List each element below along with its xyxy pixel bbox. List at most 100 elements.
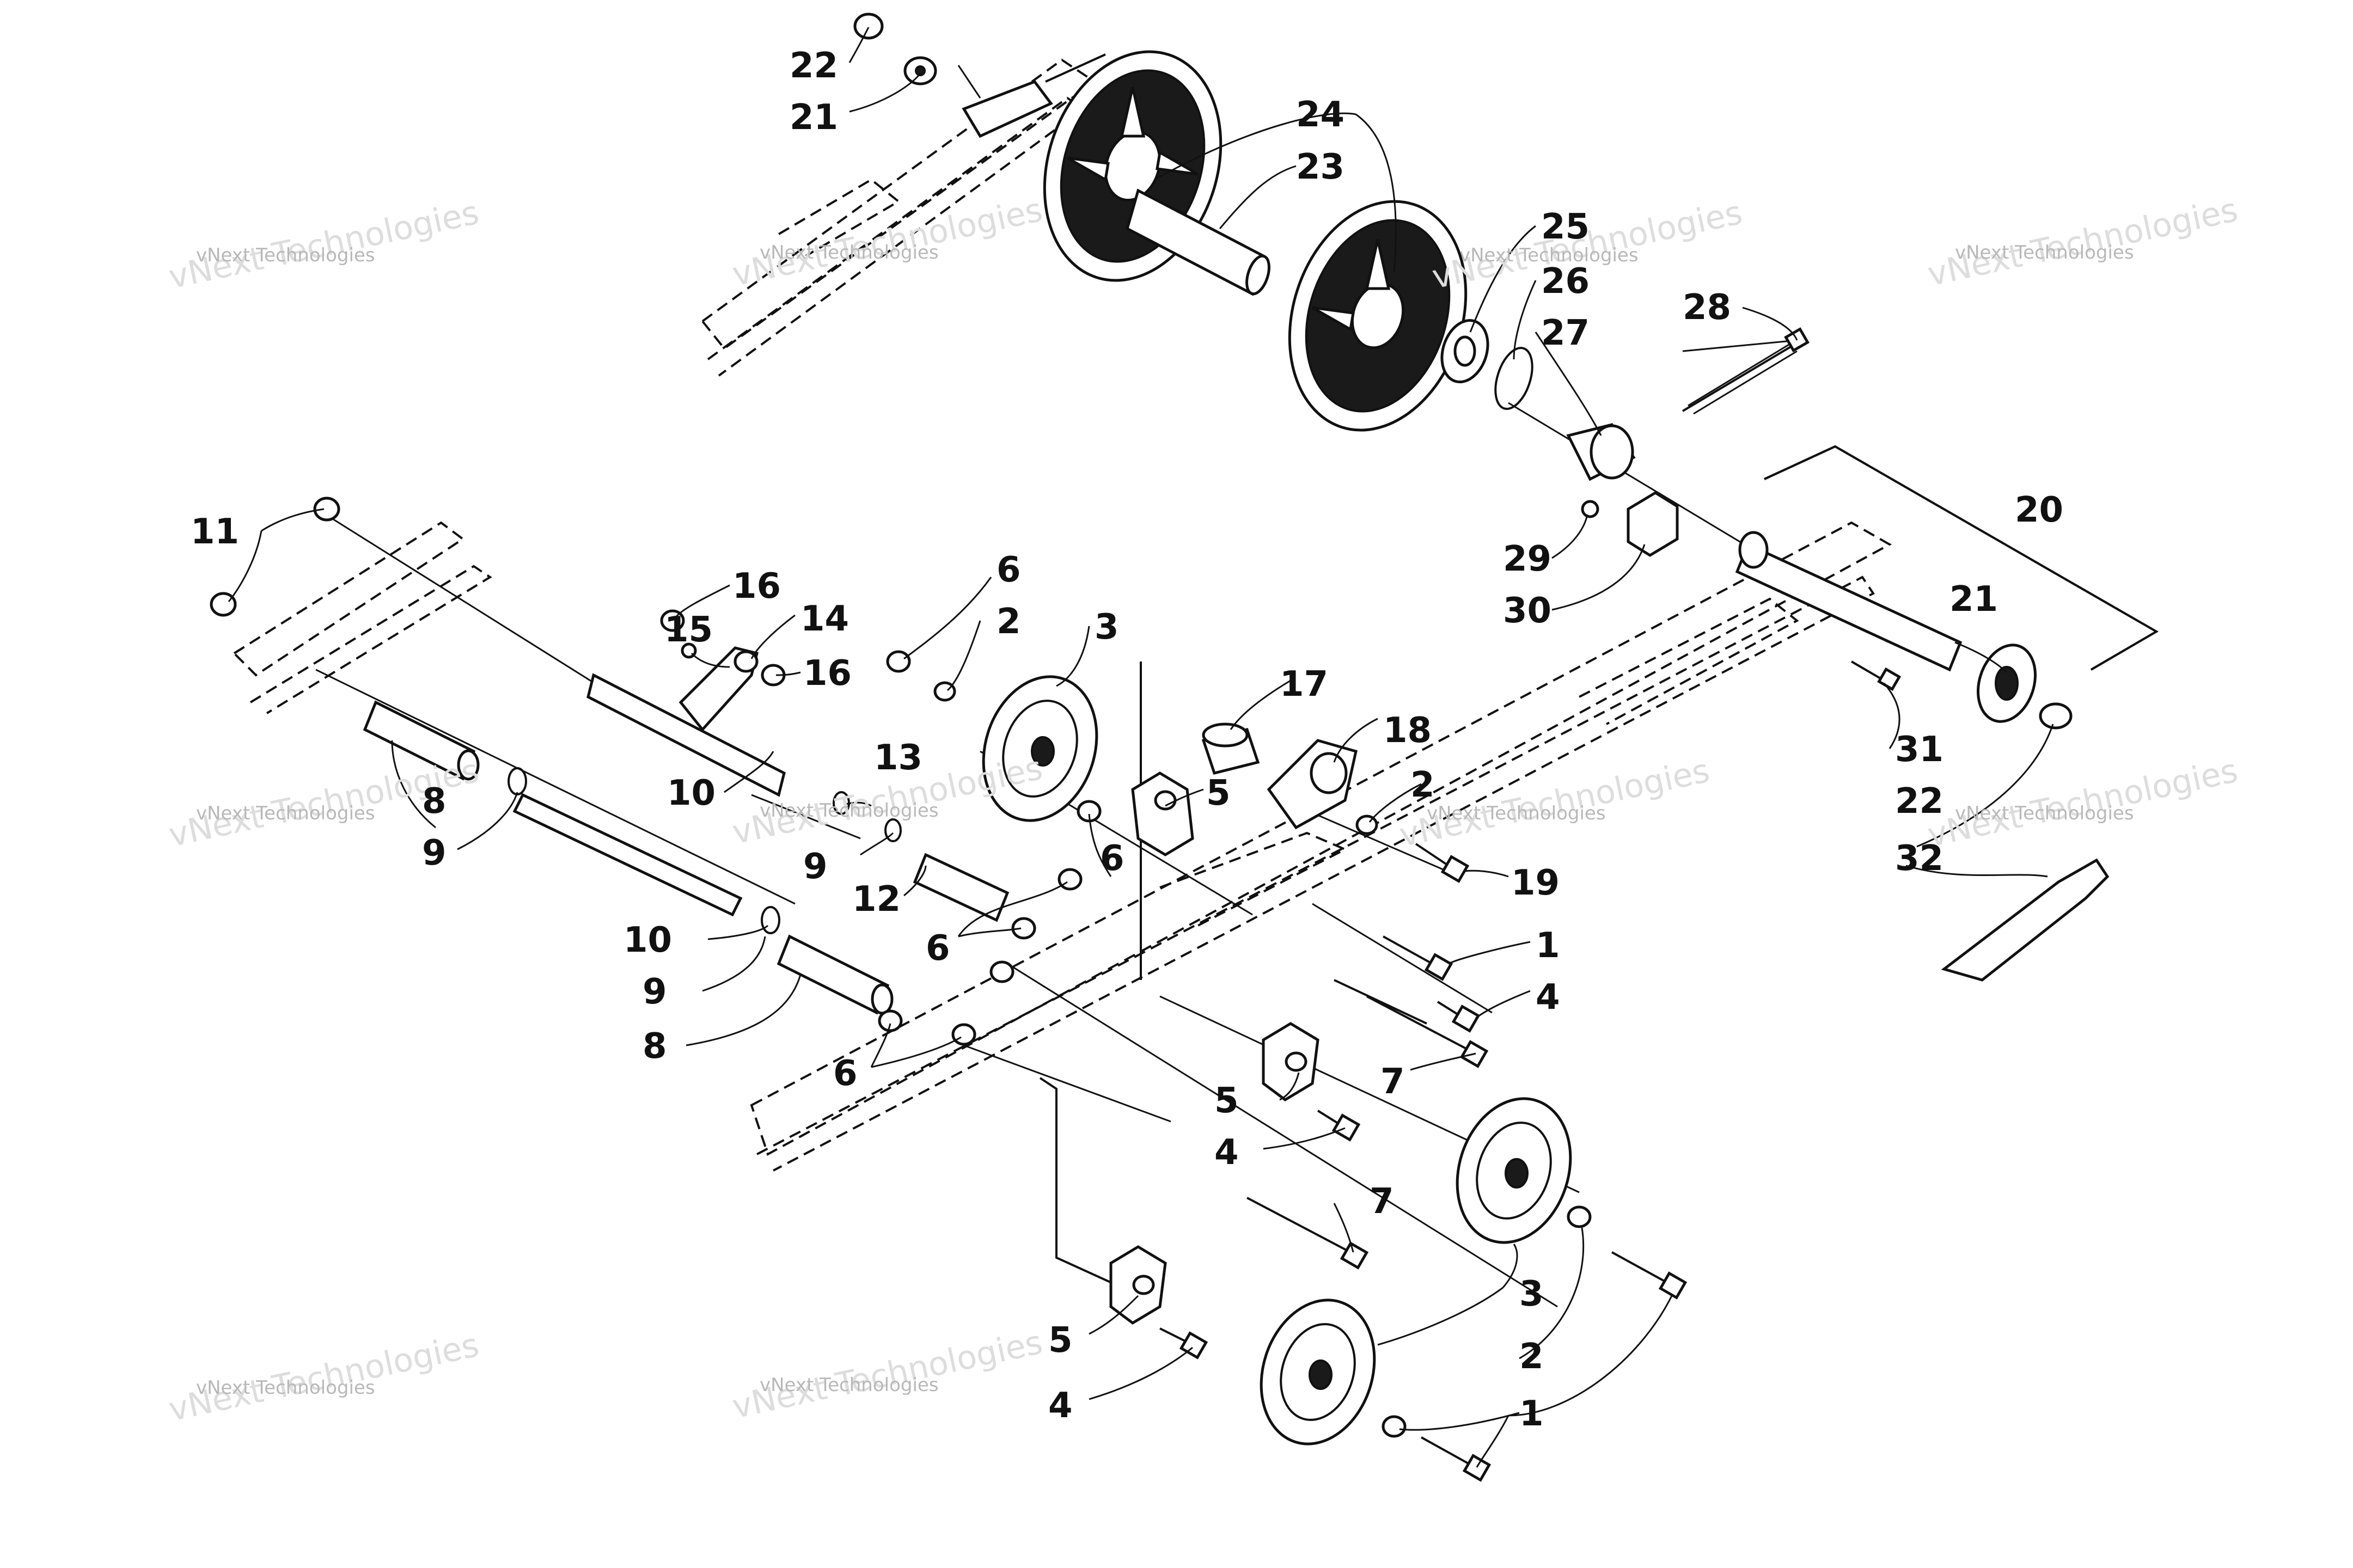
idler-shaft	[1126, 188, 1270, 296]
snap-ring	[1494, 347, 1533, 410]
callout-20: 20	[2015, 490, 2063, 530]
callout-4-mid: 4	[1214, 1132, 1239, 1173]
callout-2-mid: 2	[1410, 765, 1435, 805]
nut-11-upper	[313, 497, 340, 522]
callout-22-top: 22	[790, 46, 838, 86]
callout-27: 27	[1541, 313, 1590, 353]
callout-7-lower: 7	[1370, 1181, 1394, 1222]
callout-6-left: 6	[926, 928, 950, 969]
axle-wheel-21	[1976, 644, 2037, 723]
callout-29: 29	[1503, 539, 1551, 579]
washer-21-top	[903, 56, 937, 85]
callout-26: 26	[1541, 261, 1590, 302]
callout-16-top: 16	[732, 566, 781, 607]
bolt-1-right	[1611, 1251, 1688, 1300]
callout-25: 25	[1541, 207, 1590, 247]
callout-18: 18	[1383, 710, 1432, 751]
long-adjuster-bolt	[1682, 327, 1810, 415]
callout-21-right: 21	[1949, 579, 1998, 620]
bolt-1-lower	[1421, 1436, 1492, 1482]
spacer-8-lower	[777, 934, 894, 1015]
watermark-small: vNext Technologies	[196, 803, 375, 824]
idler-wheel-bottom	[1260, 1298, 1376, 1445]
callout-31: 31	[1895, 730, 1943, 770]
callout-30: 30	[1503, 591, 1551, 631]
callout-32: 32	[1895, 838, 1943, 879]
callout-5-top: 5	[1206, 773, 1231, 813]
callout-6-bottom: 6	[833, 1054, 858, 1094]
callout-11: 11	[191, 512, 239, 552]
watermark-small: vNext Technologies	[1955, 803, 2134, 824]
bolt-4-lower	[1159, 1327, 1208, 1359]
callout-1-lower: 1	[1519, 1394, 1544, 1434]
callout-5-mid: 5	[1214, 1081, 1239, 1121]
bracket-5-c	[1109, 1245, 1167, 1325]
callout-9-lower: 9	[643, 972, 667, 1012]
callout-7-upper: 7	[1380, 1062, 1405, 1102]
bolt-4-mid	[1317, 1110, 1361, 1142]
callout-14: 14	[800, 599, 849, 639]
callout-17: 17	[1280, 664, 1328, 705]
callout-10-lower: 10	[624, 920, 672, 960]
callout-15: 15	[664, 610, 713, 650]
callout-2-bottom: 2	[1519, 1337, 1544, 1377]
callout-16-bottom: 16	[803, 653, 852, 694]
callout-22-right: 22	[1895, 781, 1943, 822]
washer-2-d	[1382, 1415, 1407, 1438]
bracket-5-b	[1262, 1022, 1319, 1102]
idler-wheel-top	[982, 675, 1098, 822]
callout-4-upper: 4	[1536, 977, 1560, 1018]
adjuster-bracket-top	[962, 53, 1106, 138]
callout-6-mid: 6	[1100, 838, 1124, 879]
watermark-small: vNext Technologies	[196, 244, 375, 266]
pivot-arm-14	[679, 646, 759, 732]
cap-22-top	[853, 13, 884, 40]
watermark-small: vNext Technologies	[1427, 803, 1606, 824]
large-idler-wheel-right	[1288, 200, 1468, 432]
axle-end-cap	[1566, 423, 1636, 481]
watermark-small: vNext Technologies	[1459, 244, 1639, 266]
callout-13: 13	[874, 738, 922, 778]
washer-9-lower	[761, 906, 780, 934]
callout-28: 28	[1683, 287, 1731, 328]
callout-19: 19	[1511, 863, 1560, 903]
callout-12: 12	[852, 879, 901, 920]
nut-6-e	[989, 960, 1014, 983]
spacer-8-upper	[363, 700, 480, 781]
bolt-7-lower	[1246, 1197, 1369, 1270]
watermark-small: vNext Technologies	[196, 1377, 375, 1399]
watermark-small: vNext Technologies	[760, 1374, 939, 1396]
callout-4-bottom: 4	[1048, 1386, 1073, 1426]
callout-6-top: 6	[997, 550, 1021, 590]
bracket-32	[1941, 858, 2110, 982]
callout-9-center: 9	[803, 847, 828, 887]
spacer-12	[913, 853, 1010, 922]
rear-axle	[1735, 531, 1963, 672]
main-slide-rail	[750, 521, 1892, 1172]
callout-8-upper: 8	[422, 781, 447, 822]
callout-10-upper: 10	[667, 773, 716, 813]
cam-18	[1267, 739, 1358, 830]
callout-3-bottom: 3	[1519, 1274, 1544, 1314]
washer-9-upper	[508, 767, 527, 795]
small-nut-29	[1581, 500, 1599, 518]
pivot-shaft-10-upper	[586, 673, 786, 797]
left-rail-fragment	[232, 521, 492, 714]
nut-6-g	[951, 1023, 976, 1046]
nut-6-d	[1011, 917, 1036, 940]
bolt-4-upper	[1437, 1001, 1481, 1033]
nut-11-lower	[210, 592, 237, 617]
bolt-1-upper	[1383, 935, 1453, 981]
watermark-small: vNext Technologies	[1955, 242, 2134, 264]
callout-5-bottom: 5	[1048, 1320, 1073, 1361]
callout-21-top: 21	[790, 97, 838, 138]
callout-9-upper: 9	[422, 833, 447, 873]
callout-2-top: 2	[997, 602, 1021, 642]
leader-lines	[228, 27, 2054, 1468]
watermark-small: vNext Technologies	[760, 242, 939, 264]
watermark-small: vNext Technologies	[760, 800, 939, 822]
callout-labels: 22 21 24 23 25 26 27 28 20 29 30 21 31 2…	[191, 46, 2063, 1434]
callout-3-top: 3	[1095, 607, 1119, 647]
group-20-bracket	[1764, 445, 2159, 671]
